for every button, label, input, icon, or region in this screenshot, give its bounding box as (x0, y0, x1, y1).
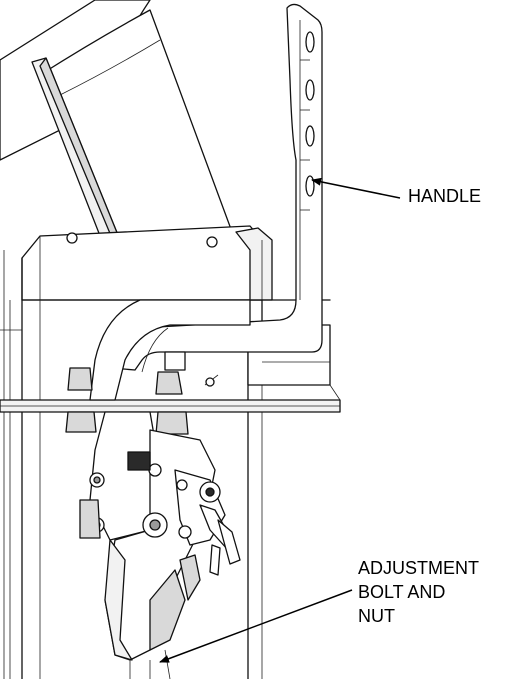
handle-label: HANDLE (408, 184, 481, 208)
adjustment-label-line-1: ADJUSTMENT (358, 558, 479, 578)
feed-chute (0, 0, 236, 248)
horizontal-plate (0, 384, 341, 413)
handle-label-line-1: HANDLE (408, 186, 482, 206)
adjustment-label-line-2: BOLT AND (358, 582, 446, 602)
lower-mechanism (79, 411, 241, 680)
adjustment-bolt-label: ADJUSTMENT BOLT AND NUT (358, 556, 479, 628)
upper-fasteners (65, 351, 219, 435)
leader-lines (159, 177, 401, 663)
adjustment-label-line-3: NUT (358, 606, 395, 626)
handle-leader-line (311, 177, 401, 199)
upper-housing (21, 225, 331, 301)
linkage-arm (89, 299, 251, 401)
adjustment-leader-line (159, 589, 353, 663)
